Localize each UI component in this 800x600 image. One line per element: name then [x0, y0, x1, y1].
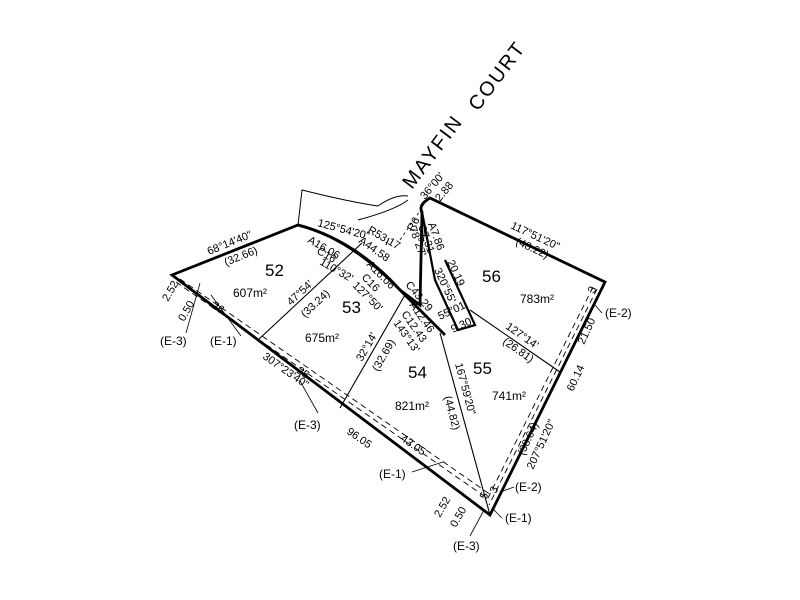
dim-easement-2-52-bottom: 2.52 — [432, 495, 453, 520]
lot-number-56: 56 — [482, 267, 501, 286]
dim-easement-3-top: 3 — [586, 285, 599, 296]
road-reserve-outline — [297, 189, 409, 226]
leader-e2-right-top — [593, 303, 603, 314]
cul-de-sac-arc — [357, 199, 409, 221]
boundary-54-55 — [439, 332, 491, 516]
leader-e3-bottom — [469, 509, 485, 537]
road-centre-tick — [385, 237, 390, 246]
easement-line-east-inner — [488, 288, 598, 506]
lot-number-55: 55 — [473, 359, 492, 378]
lot-number-53: 53 — [342, 298, 361, 317]
dim-easement-3-bottom: 3 — [488, 485, 501, 496]
boundary-55-56 — [469, 309, 561, 373]
leader-e1-left — [210, 294, 242, 337]
leader-e3-left — [185, 282, 201, 334]
dim-easement-25: 25 — [294, 365, 311, 382]
dim-easement-5: 5 — [478, 491, 491, 502]
lot-area-54: 821m² — [395, 399, 429, 413]
frontage-arc — [297, 223, 446, 336]
lot-area-55: 741m² — [492, 389, 526, 403]
dim-easement-26: 26 — [209, 300, 226, 317]
dim-distance-60-14: 60.14 — [565, 363, 588, 393]
road-centre-line — [399, 204, 425, 241]
dim-easement-2-52-left: 2.52 — [160, 279, 181, 304]
easement-label-e1-mid: (E-1) — [379, 467, 406, 481]
lot-number-52: 52 — [265, 261, 284, 280]
easement-label-e1-bottom: (E-1) — [505, 511, 532, 525]
easement-label-e3-bottom: (E-3) — [453, 539, 480, 553]
dim-distance-43-05: 43.05 — [398, 433, 427, 459]
easement-label-e2-right-top: (E-2) — [605, 306, 632, 320]
easement-label-e3-left: (E-3) — [160, 334, 187, 348]
easement-label-e3-mid: (E-3) — [294, 418, 321, 432]
easement-label-e1-left: (E-1) — [210, 334, 237, 348]
easement-line-east-outer — [485, 286, 594, 503]
leader-e2-right-bottom — [499, 486, 515, 493]
easement-line-south-outer — [179, 278, 492, 496]
street-name-court: COURT — [464, 37, 530, 115]
boundary-53-54 — [339, 294, 406, 409]
lot-area-53: 675m² — [305, 331, 339, 345]
lot-56-handle — [420, 211, 477, 332]
leader-e1-bottom — [491, 507, 503, 519]
dim-distance-96-05: 96.05 — [344, 426, 373, 452]
leader-e1-mid — [411, 461, 444, 473]
leader-e3-mid — [299, 380, 319, 414]
boundary-52-53 — [257, 242, 363, 341]
easement-label-e2-right-bottom: (E-2) — [515, 480, 542, 494]
lot-area-52: 607m² — [233, 286, 267, 300]
lot-area-56: 783m² — [520, 292, 554, 306]
lot-number-54: 54 — [408, 363, 427, 382]
dim-easement-0-50-bottom: 0.50 — [448, 505, 469, 530]
